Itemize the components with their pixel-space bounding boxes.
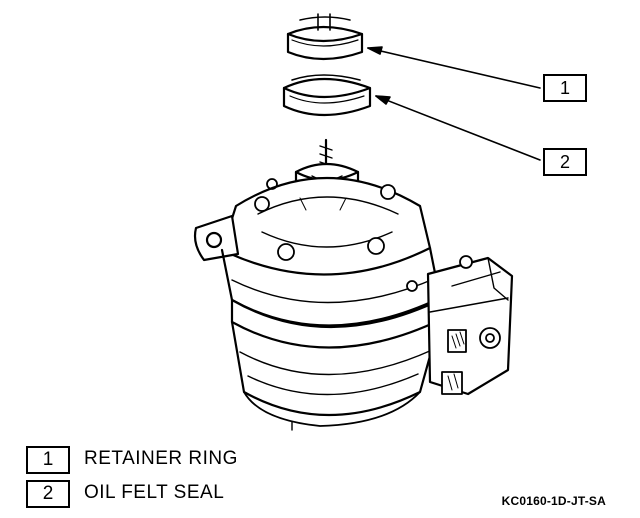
compressor-body xyxy=(193,138,514,431)
figure-code: KC0160-1D-JT-SA xyxy=(501,494,606,508)
legend-number: 2 xyxy=(26,480,70,508)
callout-box-1: 1 xyxy=(543,74,587,102)
legend-number: 1 xyxy=(26,446,70,474)
legend-label: OIL FELT SEAL xyxy=(84,482,225,503)
retainer-ring-part xyxy=(286,13,364,61)
leader-lines xyxy=(367,46,541,161)
callout-box-2: 2 xyxy=(543,148,587,176)
oil-felt-seal-part xyxy=(282,74,372,117)
legend-label: RETAINER RING xyxy=(84,448,238,469)
